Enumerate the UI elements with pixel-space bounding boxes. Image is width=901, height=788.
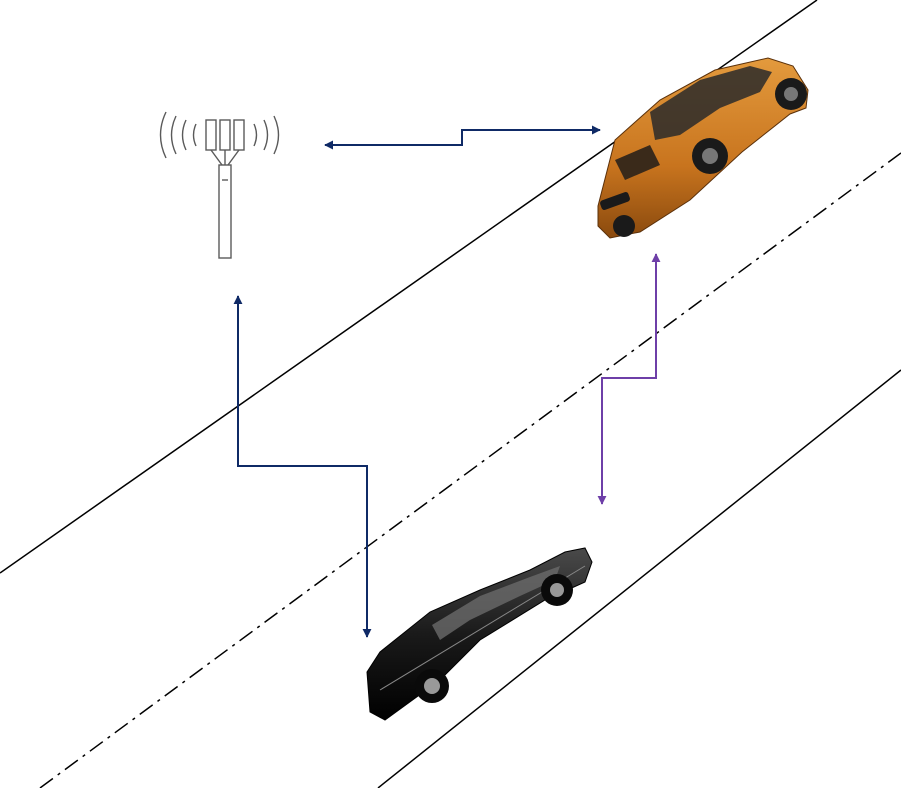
link-tower-orange-car — [324, 125, 601, 150]
orange-car-icon — [597, 57, 809, 239]
road-edge-lower — [377, 369, 901, 788]
lane-divider — [39, 152, 901, 788]
link-tower-black-car — [233, 295, 372, 638]
black-car-icon — [366, 547, 593, 721]
links — [233, 125, 661, 638]
link-orange-car-black-car — [597, 253, 661, 505]
cell-tower-icon — [159, 111, 280, 259]
